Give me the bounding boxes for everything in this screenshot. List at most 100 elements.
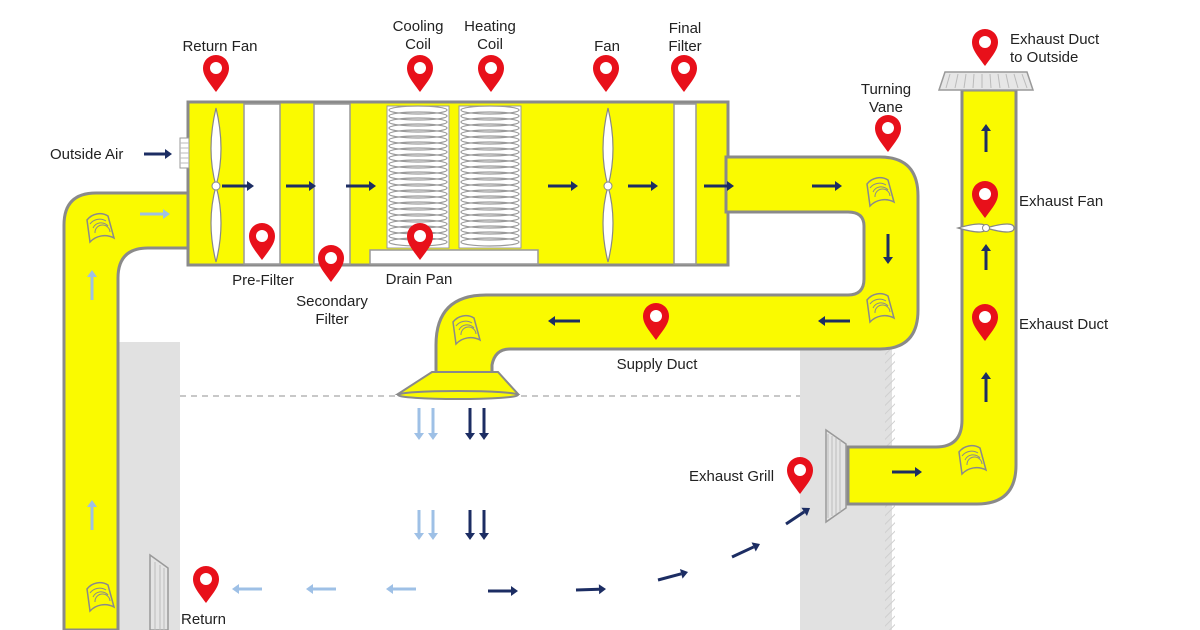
- arrow-icon: [479, 408, 489, 440]
- coil-loop: [460, 225, 520, 235]
- arrow-icon: [731, 542, 760, 559]
- arrow-icon: [428, 510, 438, 540]
- label-pre-filter: Pre-Filter: [232, 272, 294, 289]
- arrow-icon: [286, 181, 316, 191]
- arrow-icon: [883, 234, 893, 264]
- arrow-icon: [981, 244, 991, 270]
- arrow-icon: [465, 510, 475, 540]
- arrow-icon: [812, 181, 842, 191]
- coil-loop: [460, 147, 520, 157]
- label-final-filter-line2: Filter: [668, 38, 702, 55]
- arrow-icon: [144, 149, 172, 159]
- arrow-icon: [87, 270, 97, 300]
- label-exhaust-duct: Exhaust Duct: [1019, 316, 1109, 333]
- coil-loop: [388, 105, 448, 115]
- outside-air-louver: [179, 137, 190, 169]
- coil-loop: [460, 189, 520, 199]
- label-heating-coil-line2: Coil: [477, 36, 503, 53]
- return-grill: [149, 553, 169, 630]
- arrow-icon: [465, 408, 475, 440]
- supply-fan: [602, 107, 614, 263]
- coil-loop: [388, 189, 448, 199]
- map-pin-icon: [318, 245, 344, 282]
- map-pin-icon: [593, 55, 619, 92]
- coil-loop: [460, 165, 520, 175]
- arrow-icon: [704, 181, 734, 191]
- coil-loop: [388, 171, 448, 181]
- coil-loop: [460, 219, 520, 229]
- secondary-filter: [313, 103, 351, 265]
- coil-loop: [460, 183, 520, 193]
- map-pin-icon: [671, 55, 697, 92]
- coil-loop: [460, 105, 520, 115]
- coil-loop: [460, 141, 520, 151]
- coil-loop: [388, 129, 448, 139]
- return-fan: [210, 107, 222, 263]
- label-exhaust-grill: Exhaust Grill: [689, 468, 775, 485]
- heating-coil: [458, 105, 522, 249]
- arrow-icon: [346, 181, 376, 191]
- label-exhaust-duct-outside-line1: Exhaust Duct: [1010, 31, 1100, 48]
- map-pin-icon: [478, 55, 504, 92]
- arrow-icon: [488, 586, 518, 596]
- label-secondary-filter-line2: Filter: [315, 311, 349, 328]
- label-outside-air: Outside Air: [50, 146, 124, 163]
- coil-loop: [388, 207, 448, 217]
- label-final-filter-line1: Final: [668, 20, 702, 37]
- coil-loop: [388, 135, 448, 145]
- exhaust-cap: [937, 71, 1035, 91]
- arrow-icon: [548, 316, 580, 326]
- coil-loop: [460, 207, 520, 217]
- coil-loop: [388, 213, 448, 223]
- coil-loop: [388, 147, 448, 157]
- coil-loop: [460, 159, 520, 169]
- map-pin-icon: [972, 29, 998, 66]
- label-turning-vane-line1: Turning: [860, 81, 912, 98]
- airflow-arrows: [87, 124, 991, 596]
- label-fan: Fan: [594, 38, 620, 55]
- coil-loop: [388, 201, 448, 211]
- coil-loop: [460, 135, 520, 145]
- exhaust-grill: [825, 428, 847, 524]
- label-heating-coil-line1: Heating: [464, 18, 516, 35]
- arrow-icon: [785, 507, 810, 526]
- label-cooling-coil-line2: Coil: [405, 36, 431, 53]
- label-drain-pan: Drain Pan: [385, 271, 453, 288]
- coil-loop: [460, 195, 520, 205]
- coil-loop: [460, 111, 520, 121]
- arrow-icon: [479, 510, 489, 540]
- arrow-icon: [628, 181, 658, 191]
- label-return: Return: [181, 611, 227, 628]
- coil-loop: [460, 177, 520, 187]
- arrow-icon: [87, 500, 97, 530]
- arrow-icon: [222, 181, 254, 191]
- coil-loop: [388, 195, 448, 205]
- coil-loop: [460, 117, 520, 127]
- coil-loop: [388, 177, 448, 187]
- coil-loop: [388, 159, 448, 169]
- arrow-icon: [428, 408, 438, 440]
- label-return-fan: Return Fan: [182, 38, 258, 55]
- arrow-icon: [414, 510, 424, 540]
- final-filter: [673, 103, 697, 265]
- map-pin-icon: [875, 115, 901, 152]
- arrow-icon: [414, 408, 424, 440]
- arrow-icon: [548, 181, 578, 191]
- label-supply-duct: Supply Duct: [616, 356, 698, 373]
- label-exhaust-fan: Exhaust Fan: [1019, 193, 1104, 210]
- arrow-icon: [818, 316, 850, 326]
- map-pin-icon: [203, 55, 229, 92]
- arrow-icon: [981, 372, 991, 402]
- coil-loop: [388, 183, 448, 193]
- coil-loop: [460, 237, 520, 247]
- coil-loop: [460, 171, 520, 181]
- coil-loop: [388, 123, 448, 133]
- coil-loop: [460, 231, 520, 241]
- coil-loop: [388, 141, 448, 151]
- label-cooling-coil-line1: Cooling: [392, 18, 444, 35]
- cooling-coil: [386, 105, 450, 249]
- coil-loop: [388, 165, 448, 175]
- coil-loop: [460, 153, 520, 163]
- arrow-icon: [306, 584, 336, 594]
